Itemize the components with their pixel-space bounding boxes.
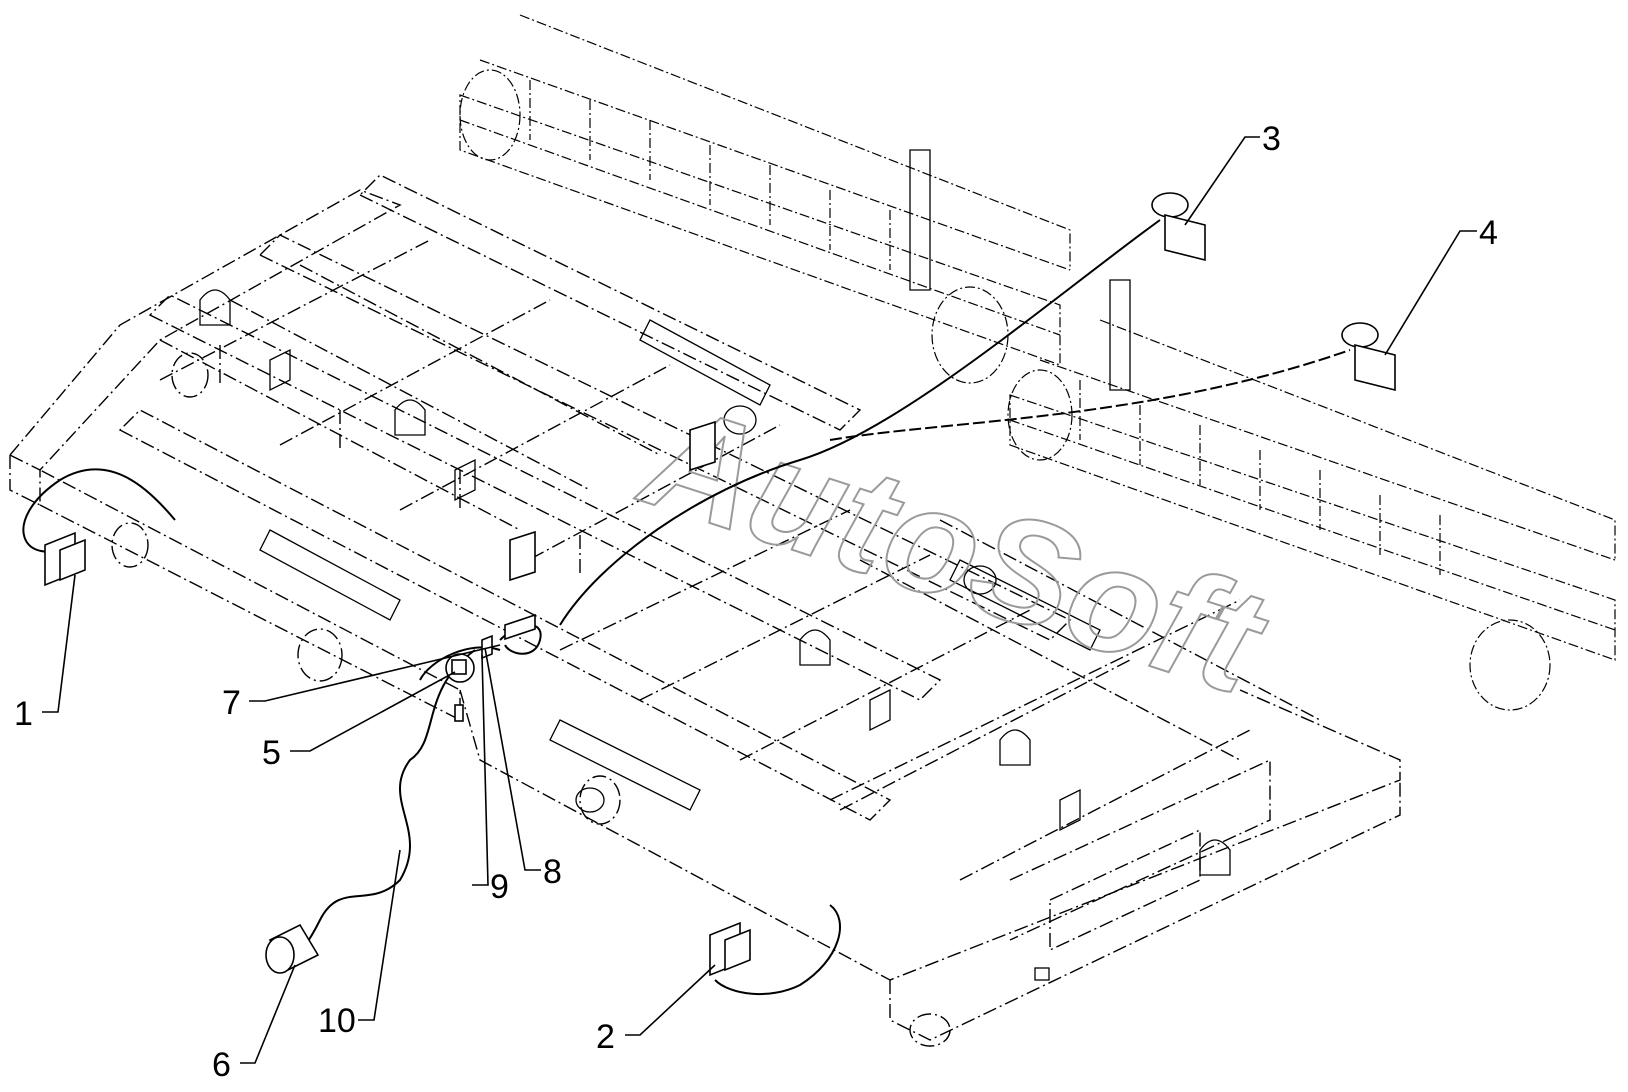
wiring-harness <box>22 219 1351 996</box>
harrow-frame <box>8 174 1401 1047</box>
part-4-sensor <box>1341 322 1396 392</box>
part-10-cable <box>454 704 464 722</box>
part-1-sensor <box>44 531 86 587</box>
callout-7: 7 <box>222 684 241 722</box>
roller-assembly-rear-left <box>459 14 1071 384</box>
part-3-sensor <box>1151 192 1206 262</box>
terminal-blocks <box>509 420 716 582</box>
callout-1: 1 <box>14 695 33 733</box>
roller-assembly-rear-right <box>1007 279 1616 711</box>
watermark-text: AutoSoft <box>623 369 1287 728</box>
callout-6: 6 <box>212 1046 231 1084</box>
part-8-connector-block <box>504 613 536 641</box>
callout-4: 4 <box>1479 214 1498 252</box>
callout-10: 10 <box>318 1002 356 1040</box>
callout-8: 8 <box>543 853 562 891</box>
callout-leaders <box>42 136 1477 1064</box>
part-6-plug-connector <box>265 923 320 974</box>
callout-5: 5 <box>262 734 281 772</box>
part-5-junction-box <box>445 653 475 683</box>
callout-labels: 1 2 3 4 5 6 7 8 9 10 <box>14 120 1498 1084</box>
part-2-sensor <box>709 921 751 977</box>
callout-2: 2 <box>596 1018 615 1056</box>
part-9-clip <box>481 634 493 660</box>
callout-9: 9 <box>490 868 509 906</box>
callout-3: 3 <box>1262 120 1281 158</box>
